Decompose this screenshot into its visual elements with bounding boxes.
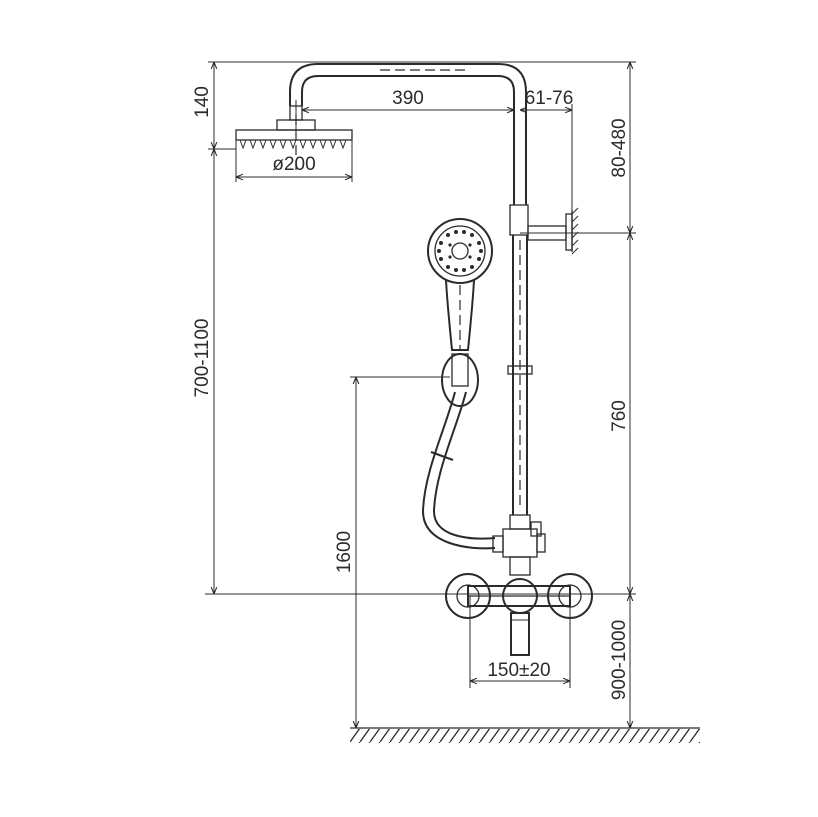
extension-lines [205,61,636,688]
wall-bracket [527,207,579,255]
floor-line [350,727,700,743]
label-mixer-height: 900-1000 [609,620,630,700]
dimension-lines [214,62,630,728]
label-inlet-spacing: 150±20 [487,660,550,681]
diverter-valve [502,514,546,576]
shower-arm [289,63,527,205]
label-head-height: 140 [192,86,213,118]
label-head-diameter: ø200 [272,154,315,175]
riser-rail [507,204,533,515]
label-holder-height: 1600 [334,531,355,573]
label-wall-offset: 61-76 [525,88,574,109]
spray-nozzles [437,230,483,272]
rain-shower-head [235,100,353,175]
shower-hose [421,391,504,553]
mixer-valve [445,573,593,656]
hand-shower-holder [441,353,479,407]
label-arm-reach: 390 [392,88,424,109]
label-bracket-range: 80-480 [609,118,630,177]
label-column-range: 700-1100 [192,319,213,398]
label-column-length: 760 [609,400,630,432]
hand-shower [427,218,493,351]
